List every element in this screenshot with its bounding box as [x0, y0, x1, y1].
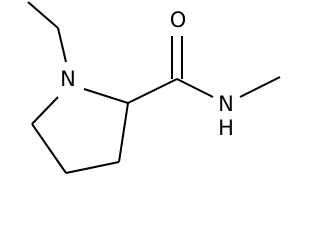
atom-label-ring-nitrogen: N [60, 67, 76, 91]
bond-carbonyl-c-n [176, 78, 214, 98]
bond-ring-c5-n [31, 96, 59, 125]
atom-label-amide-nitrogen: N [218, 92, 234, 116]
bond-ring-c2-c3 [118, 102, 129, 163]
atom-label-carbonyl-oxygen: O [170, 8, 187, 32]
bond-ethyl-ch2-n [57, 27, 67, 63]
bond-c2-carbonyl-c [127, 78, 178, 104]
bond-ethyl-ch3-ch2 [27, 1, 59, 29]
atom-label-amide-hydrogen: H [218, 116, 234, 140]
structure-diagram: N O N H [27, 1, 281, 174]
bond-ring-n-c2 [83, 88, 129, 104]
bond-ring-c4-c5 [31, 123, 67, 174]
bond-amide-n-methyl [239, 76, 281, 98]
bond-ring-c3-c4 [65, 161, 120, 174]
